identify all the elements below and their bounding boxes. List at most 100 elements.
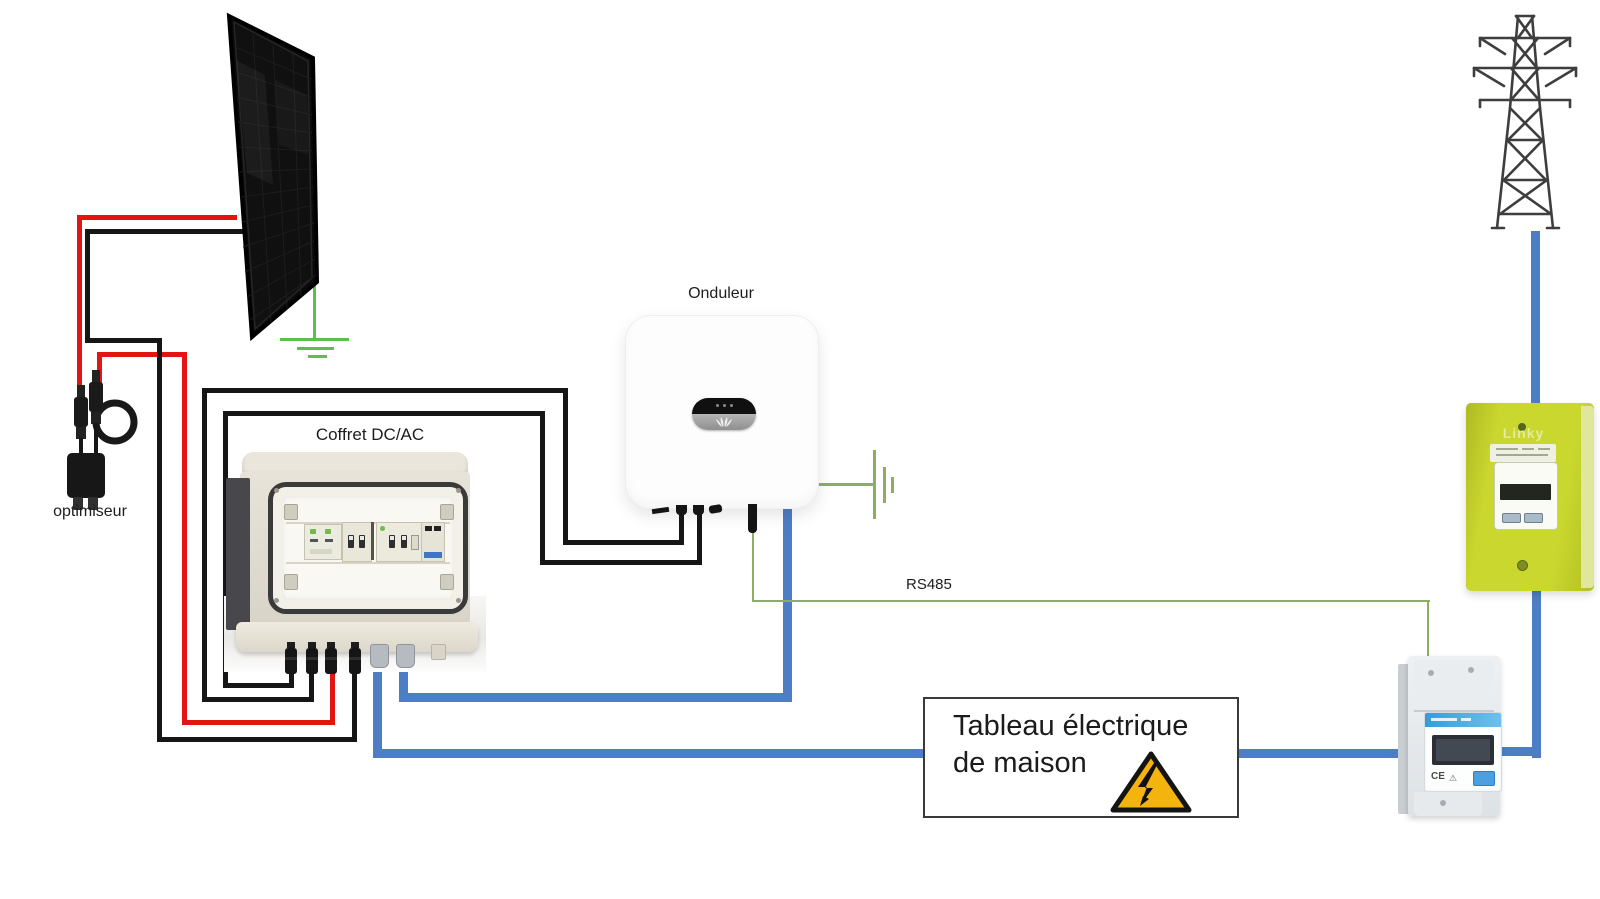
dc-string-wire [202, 388, 207, 702]
grid-pylon-icon [1472, 14, 1578, 230]
house-electrical-panel: Tableau électrique de maison [923, 697, 1239, 818]
meter-lcd [1432, 735, 1494, 765]
house-panel-label-line1: Tableau électrique [953, 710, 1189, 742]
rs485-wire [752, 600, 1430, 602]
module-separator [371, 522, 374, 560]
inverter [625, 315, 819, 509]
inverter-label: Onduleur [688, 285, 754, 302]
power-sensor-meter: CE ⚠ [1398, 656, 1504, 820]
dc-string-wire [223, 411, 228, 688]
terminal-cover-bottom [1414, 792, 1482, 816]
bracket-piece [651, 506, 670, 515]
lcd-strip [1500, 484, 1551, 500]
optimizer-output-wire [182, 352, 187, 724]
dc-string-wire [563, 540, 684, 545]
optimizer [67, 370, 138, 510]
earth-ground-icon [891, 477, 894, 493]
dc-string-wire [540, 560, 702, 565]
din-rail-line [286, 562, 450, 564]
optimizer-label: optimiseur [53, 503, 127, 520]
meter-button[interactable] [1473, 771, 1495, 786]
dc-surge-protector [304, 524, 342, 560]
ac-wire-inverter [783, 505, 792, 702]
grid-wire [1531, 231, 1540, 407]
meter-body: CE ⚠ [1408, 656, 1502, 816]
screw [1517, 560, 1528, 571]
earth-ground-icon [297, 347, 334, 350]
ac-wire-house-panel [373, 749, 925, 758]
meter-face: CE ⚠ [1424, 712, 1502, 792]
warning-triangle-icon: ⚠ [1449, 773, 1458, 783]
minus-button[interactable] [1524, 513, 1543, 523]
dc-input-connector [693, 505, 704, 515]
earth-ground-icon [308, 355, 327, 358]
rs485-dongle [748, 504, 757, 533]
optimizer-output-wire [182, 720, 335, 725]
ac-wire-meter-to-linky [1500, 747, 1541, 756]
pv-minus-wire [157, 338, 162, 742]
ce-mark: CE [1431, 771, 1445, 782]
linky-meter: Linky [1466, 403, 1594, 591]
electric-warning-icon [1110, 751, 1192, 813]
mc4-connector [306, 642, 318, 674]
earth-ground-icon [873, 450, 876, 519]
com-connector [708, 503, 723, 515]
pv-minus-wire [85, 338, 162, 343]
dc-breaker [342, 522, 372, 562]
meter-display-window [1494, 462, 1558, 530]
dc-string-wire [563, 388, 568, 545]
indicator-dot [1518, 423, 1526, 431]
optimizer-output-wire [97, 352, 187, 357]
rs485-wire [1427, 600, 1429, 662]
dc-string-wire [309, 664, 314, 702]
brand-band [1425, 713, 1501, 727]
mc4-connector [285, 642, 297, 674]
box-side-rail [226, 478, 250, 630]
pv-minus-wire [157, 737, 357, 742]
dc-string-wire [289, 664, 294, 688]
ac-wire-inverter [399, 693, 792, 702]
spare-gland [431, 644, 446, 660]
dc-string-wire [223, 411, 545, 416]
house-panel-label-line2: de maison [953, 747, 1087, 779]
dc-string-wire [202, 388, 568, 393]
rs485-wire [752, 530, 754, 602]
ac-wire-house-panel [373, 650, 382, 758]
earth-ground-icon [883, 467, 886, 503]
inverter-display [692, 398, 756, 430]
plus-button[interactable] [1502, 513, 1521, 523]
ac-wire-panel-to-meter [1237, 749, 1402, 758]
terminal-cover-top [1414, 660, 1494, 712]
house-panel-label: Tableau électrique de maison [953, 708, 1188, 782]
dc-string-wire [679, 510, 684, 545]
dc-input-connector [676, 505, 687, 515]
earth-ground-icon [280, 338, 349, 341]
ac-wire-inverter [399, 650, 408, 702]
ac-wire-meter-to-linky [1532, 586, 1541, 758]
panel-earth-wire [313, 282, 316, 340]
dc-ac-box-label: Coffret DC/AC [315, 425, 425, 444]
mc4-connector [349, 642, 361, 674]
mc4-connector [325, 642, 337, 674]
rs485-label: RS485 [906, 576, 952, 593]
ac-cable-gland [370, 644, 389, 668]
solar-panel [226, 12, 320, 342]
dc-string-wire [697, 510, 702, 565]
inverter-earth-wire [814, 483, 875, 486]
meter-side-face [1581, 406, 1594, 588]
linky-brand: Linky [1502, 425, 1545, 441]
pv-minus-wire [352, 664, 357, 742]
ac-breaker [421, 522, 445, 562]
pv-plus-wire [77, 215, 82, 401]
optimizer-output-wire [97, 352, 102, 386]
pv-minus-wire [85, 229, 250, 234]
meter-info-plate [1490, 444, 1556, 462]
pv-minus-wire [85, 229, 90, 343]
optimizer-output-wire [330, 664, 335, 725]
dc-string-wire [202, 697, 314, 702]
ac-differential-breaker [376, 522, 422, 562]
dc-string-wire [223, 683, 294, 688]
dc-string-wire [540, 411, 545, 565]
pv-plus-wire [77, 215, 237, 220]
